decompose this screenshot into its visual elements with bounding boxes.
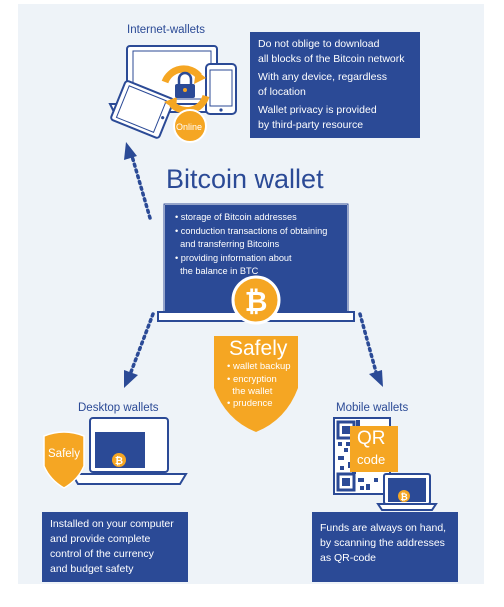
qr-label: QR	[357, 428, 386, 449]
phone-icon	[205, 63, 237, 115]
center-bullet: • providing information about	[175, 253, 292, 263]
shield-icon	[214, 336, 298, 432]
arrow-to-desktop	[124, 312, 155, 388]
desktop-line: Installed on your computer	[50, 518, 174, 530]
mobile-wallets-label: Mobile wallets	[336, 402, 409, 414]
online-badge-icon	[173, 109, 207, 143]
desktop-wallets-label: Desktop wallets	[78, 402, 159, 414]
shield-bullet: • wallet backup	[227, 361, 291, 372]
shield-title: Safely	[229, 337, 288, 360]
internet-line: of location	[258, 86, 306, 98]
desktop-line: and provide complete	[50, 533, 151, 545]
center-bullet: • conduction transactions of obtaining	[175, 226, 328, 236]
desktop-line: control of the currency	[50, 548, 154, 560]
online-badge: Online	[176, 122, 203, 132]
page-title: Bitcoin wallet	[166, 164, 324, 194]
desktop-safely-badge: Safely	[48, 448, 80, 460]
shield-bullet: the wallet	[227, 386, 273, 397]
desktop-laptop-icon: ₿	[70, 417, 188, 485]
shield-bullet: • encryption	[227, 374, 277, 385]
internet-line: by third-party resource	[258, 119, 364, 131]
svg-text:₿: ₿	[245, 286, 268, 317]
svg-text:₿: ₿	[400, 492, 407, 502]
shield-bullet: • prudence	[227, 398, 273, 409]
arrow-to-mobile	[358, 312, 383, 387]
internet-line: all blocks of the Bitcoin network	[258, 53, 405, 65]
desktop-info-box: Installed on your computer and provide c…	[42, 512, 188, 582]
internet-line: Wallet privacy is provided	[258, 104, 377, 116]
tablet-icon	[110, 80, 175, 139]
internet-line: With any device, regardless	[258, 71, 387, 83]
qr-label: code	[357, 452, 386, 467]
mobile-info-box: Funds are always on hand, by scanning th…	[312, 512, 458, 582]
mobile-line: by scanning the addresses	[320, 537, 445, 549]
center-bullet: • storage of Bitcoin addresses	[175, 212, 297, 222]
internet-info-box: Do not oblige to download all blocks of …	[250, 32, 420, 138]
bitcoin-icon: ₿	[231, 275, 281, 325]
mobile-device-icon: ₿	[376, 473, 438, 511]
mobile-line: as QR-code	[320, 552, 377, 564]
mobile-line: Funds are always on hand,	[320, 522, 447, 534]
arrow-to-internet	[124, 142, 152, 220]
center-bullet: the balance in BTC	[175, 266, 259, 276]
desktop-shield-icon	[43, 431, 85, 489]
lock-icon	[175, 71, 195, 98]
desktop-line: and budget safety	[50, 563, 134, 575]
svg-text:₿: ₿	[115, 455, 123, 467]
qr-tag-icon	[350, 426, 398, 472]
internet-wallets-label: Internet-wallets	[127, 24, 205, 36]
center-bullet: and transferring Bitcoins	[175, 239, 280, 249]
internet-line: Do not oblige to download	[258, 38, 380, 50]
